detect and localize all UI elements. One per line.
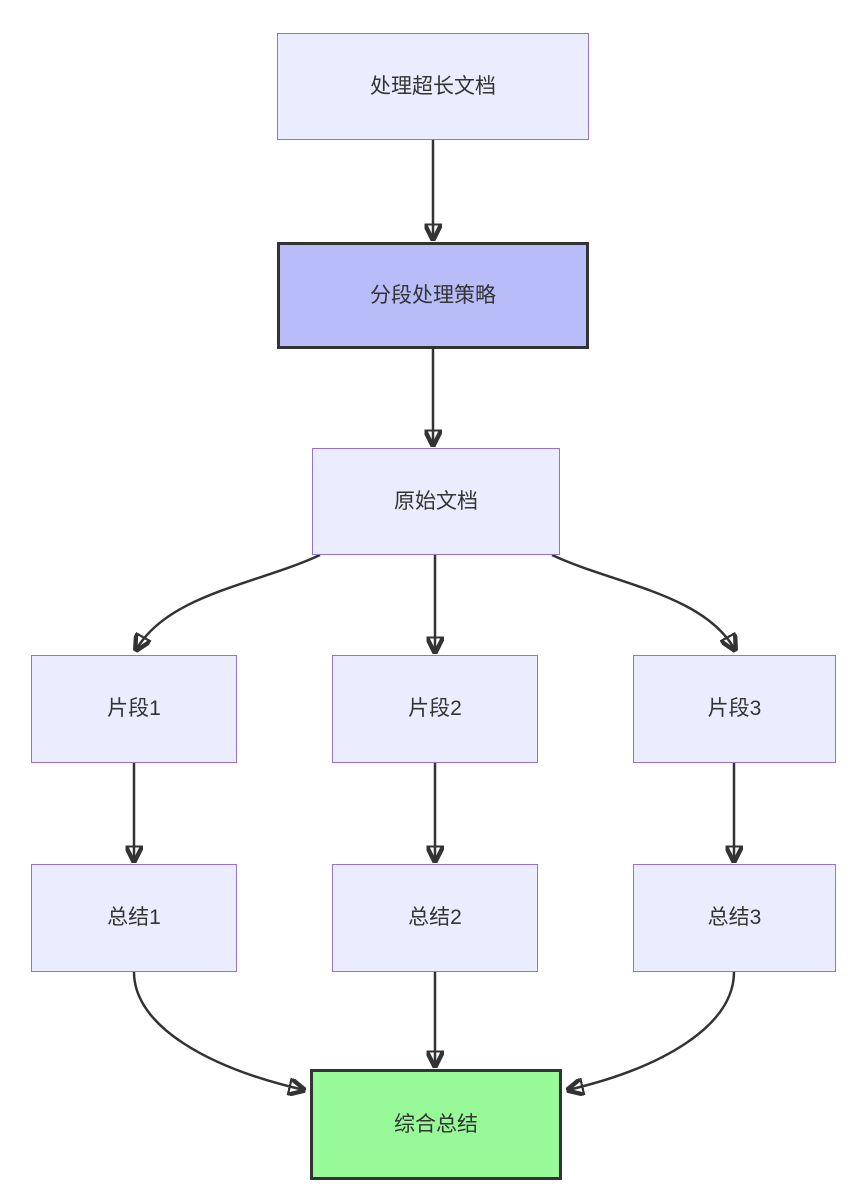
node-summary-3: 总结3 (633, 864, 836, 972)
node-fragment-2: 片段2 (332, 655, 538, 763)
edge-summary3-to-final (568, 971, 736, 1090)
node-original-doc: 原始文档 (312, 448, 560, 555)
node-summary-2: 总结2 (332, 864, 538, 972)
node-summary-1: 总结1 (31, 864, 237, 972)
node-chunking-strategy: 分段处理策略 (277, 242, 589, 349)
node-final-summary: 综合总结 (310, 1069, 562, 1180)
edge-original-to-fragment3 (551, 553, 735, 650)
edge-original-to-fragment1 (136, 553, 321, 650)
node-process-long-doc: 处理超长文档 (277, 33, 589, 140)
node-fragment-1: 片段1 (31, 655, 237, 763)
node-fragment-3: 片段3 (633, 655, 836, 763)
edge-summary1-to-final (132, 971, 304, 1090)
